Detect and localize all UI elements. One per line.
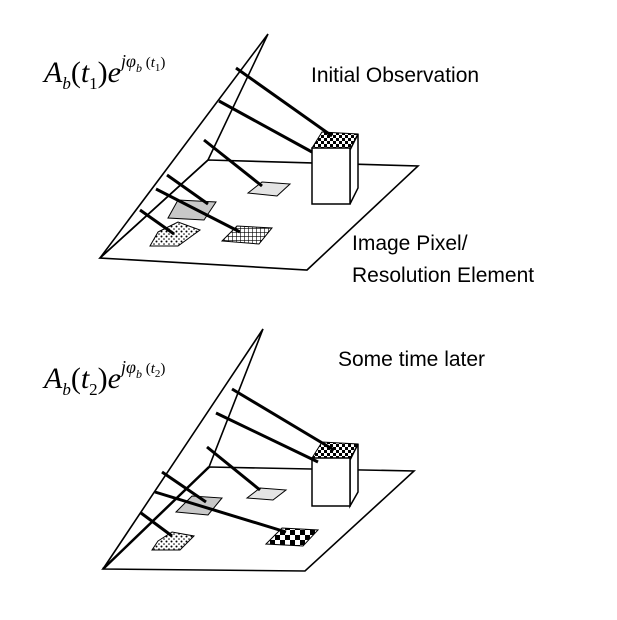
amplitude-expression-2: Ab(t2)ejφb (t2) [42, 357, 165, 399]
scatterer-box [311, 131, 359, 205]
amplitude-expression: Ab(t1)ejφb (t1) [42, 51, 165, 93]
ray-6 [139, 208, 175, 236]
ray-3 [203, 138, 263, 188]
ray-2-5 [154, 490, 287, 534]
caption-some-time-later: Some time later [338, 348, 485, 371]
panel-later: Ab(t2)ejφb (t2) Some time later [42, 328, 485, 572]
ray-2-6 [140, 511, 173, 538]
ray-1 [235, 66, 333, 138]
resolution-cell-dots [149, 221, 202, 247]
resolution-cell-grid [220, 225, 274, 245]
resolution-cell-checker-2 [264, 527, 320, 547]
ray-2-3 [206, 445, 261, 492]
ray-4 [166, 173, 209, 206]
ray-2-1 [231, 387, 335, 452]
panel-initial: Ab(t1)ejφb (t1) Initial Observation Imag… [42, 33, 534, 287]
pixel-label-line2: Resolution Element [352, 264, 534, 287]
resolution-cell-dots-2 [151, 531, 196, 551]
ray-5 [155, 187, 241, 234]
caption-initial-observation: Initial Observation [311, 64, 479, 87]
image-plane [99, 33, 269, 259]
ray-2-2 [215, 411, 319, 464]
image-plane-edge-2 [102, 466, 210, 570]
resolution-cell-light [246, 181, 292, 197]
ray-2 [218, 99, 313, 154]
scatterer-box-2 [311, 441, 359, 509]
pixel-label-line1: Image Pixel/ [352, 232, 468, 255]
resolution-cell-light-2 [245, 487, 288, 501]
ray-2-4 [161, 470, 207, 504]
